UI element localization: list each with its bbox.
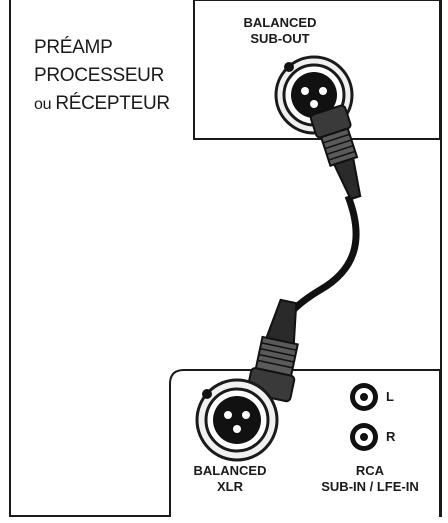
source-output-line-1: BALANCED [243,15,317,30]
rca-right-label: R [386,429,396,444]
xlr-input-label: BALANCED XLR [170,463,290,495]
bottom-xlr-jack[interactable] [195,378,279,462]
rca-input-line-1: RCA [355,463,385,478]
rca-left-jack[interactable] [350,383,378,411]
rca-input-label: RCA SUB-IN / LFE-IN [295,463,445,495]
source-line-1: PRÉAMP [34,37,113,58]
source-line-3: ou RÉCEPTEUR [34,93,170,114]
rca-right-jack[interactable] [350,423,378,451]
rca-left-label: L [386,389,394,404]
xlr-input-line-1: BALANCED [193,463,267,478]
source-device-label: PRÉAMP PROCESSEUR ou RÉCEPTEUR [34,34,170,119]
source-line-2: PROCESSEUR [34,65,165,86]
top-xlr-plug [309,104,362,201]
source-output-label: BALANCED SUB-OUT [215,15,345,47]
rca-input-line-2: SUB-IN / LFE-IN [321,479,419,494]
xlr-input-line-2: XLR [217,479,243,494]
source-output-line-2: SUB-OUT [250,31,310,46]
